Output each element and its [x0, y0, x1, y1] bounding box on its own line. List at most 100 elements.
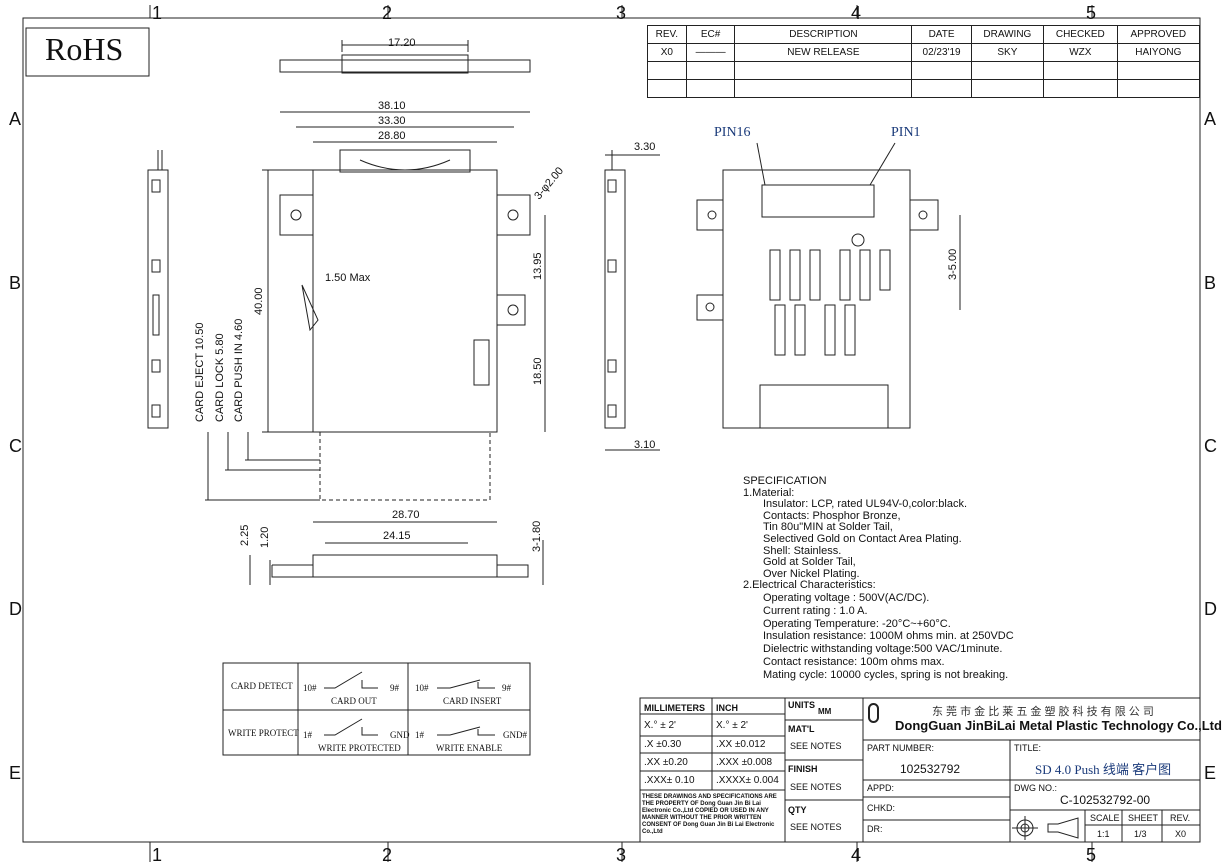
row-label: A: [9, 109, 22, 129]
pin-text: 9#: [502, 683, 511, 693]
title-label: TITLE:: [1014, 743, 1042, 753]
table-row: [647, 79, 1201, 98]
sheet-value: 1/3: [1134, 829, 1147, 839]
column-label: 3: [616, 3, 627, 23]
dim-label: 13.95: [532, 252, 544, 280]
right-side-view: [604, 150, 660, 451]
tol-value: .XX ±0.20: [644, 757, 688, 768]
tol-value: X.° ± 2': [716, 720, 748, 731]
table-row: [647, 61, 1201, 80]
tol-value: .XXX ±0.008: [716, 757, 773, 768]
column-label: 2: [382, 845, 393, 865]
finish-value: SEE NOTES: [790, 782, 842, 792]
header-cell: DESCRIPTION: [734, 25, 913, 44]
dim-label: 1.50 Max: [325, 272, 371, 284]
switch-table-lines: [222, 662, 531, 756]
company-logo: [868, 703, 879, 723]
pin-text: 1#: [415, 730, 424, 740]
spec-line: Current rating : 1.0 A.: [763, 604, 868, 617]
title-block-lines: [639, 697, 1201, 843]
spec-line: 2.Electrical Characteristics:: [743, 579, 876, 592]
spec-line: Mating cycle: 10000 cycles, spring is no…: [763, 668, 1009, 681]
column-label: 5: [1086, 845, 1097, 865]
dim-label: 3.10: [634, 439, 656, 451]
spec-line: Contacts: Phosphor Bronze,: [763, 509, 901, 522]
dim-label: 28.70: [392, 509, 420, 521]
pin-text: GND#: [503, 730, 527, 740]
tol-value: .X ±0.30: [644, 739, 682, 750]
drawing-title: SD 4.0 Push 线端 客户图: [1035, 762, 1172, 777]
pin-text: 1#: [303, 730, 312, 740]
dr-label: DR:: [867, 824, 883, 834]
units-value: MM: [818, 707, 832, 716]
dim-label: 1.20: [259, 526, 271, 548]
tol-header: MILLIMETERS: [644, 703, 705, 713]
row-label: E: [1204, 763, 1217, 783]
tol-value: .XX ±0.012: [716, 739, 766, 750]
matl-value: SEE NOTES: [790, 741, 842, 751]
dim-label: 3-5.00: [947, 248, 959, 280]
dim-label: 2.25: [239, 524, 251, 546]
dim-label: CARD PUSH IN 4.60: [233, 318, 245, 422]
spec-line: Gold at Solder Tail,: [763, 556, 856, 569]
finish-label: FINISH: [788, 764, 818, 774]
tol-value: .XXXX± 0.004: [716, 775, 779, 786]
switch-caption: WRITE PROTECTED: [318, 743, 401, 753]
scale-label: SCALE: [1090, 813, 1120, 823]
header-cell: EC#: [685, 25, 736, 44]
cell: WZX: [1043, 43, 1118, 62]
dim-label: 17.20: [388, 37, 416, 49]
dim-label: 3-1.80: [531, 520, 543, 552]
dim-label: CARD EJECT 10.50: [194, 322, 206, 422]
cell: 02/23'19: [911, 43, 972, 62]
column-label: 4: [851, 845, 862, 865]
dim-label: 3.30: [634, 141, 656, 153]
row-label: C: [9, 436, 22, 456]
tol-value: X.° ± 2': [644, 720, 676, 731]
pin-label: PIN1: [891, 125, 921, 140]
row-label: D: [9, 599, 22, 619]
header-cell: DATE: [911, 25, 972, 44]
border-frame: [22, 17, 1201, 843]
spec-line: Operating Temperature: -20°C~+60°C.: [763, 617, 951, 630]
part-number: 102532792: [900, 762, 961, 776]
cell: NEW RELEASE: [734, 43, 913, 62]
dim-label: 28.80: [378, 130, 406, 142]
dim-label: 38.10: [378, 100, 406, 112]
switch-row-label: CARD DETECT: [231, 681, 293, 691]
header-cell: REV.: [647, 25, 687, 44]
pin-text: GND: [390, 730, 410, 740]
dwg-label: DWG NO.:: [1014, 783, 1057, 793]
units-label: UNITS: [788, 700, 815, 710]
row-label: E: [9, 763, 22, 783]
tol-value: .XXX± 0.10: [644, 775, 695, 786]
spec-line: Tin 80u"MIN at Solder Tail,: [763, 521, 893, 534]
row-label: B: [1204, 273, 1217, 293]
part-number-label: PART NUMBER:: [867, 743, 935, 753]
chkd-label: CHKD:: [867, 803, 896, 813]
row-label: B: [9, 273, 22, 293]
spec-line: Insulation resistance: 1000M ohms min. a…: [763, 630, 1014, 643]
tol-header: INCH: [716, 703, 738, 713]
switch-caption: CARD OUT: [331, 696, 377, 706]
pin-label: PIN16: [714, 125, 751, 140]
dim-label: CARD LOCK 5.80: [214, 333, 226, 422]
dim-label: 40.00: [253, 287, 265, 315]
matl-label: MAT'L: [788, 724, 815, 734]
front-view: [205, 111, 546, 501]
spec-line: Shell: Stainless.: [763, 544, 842, 557]
spec-line: Dielectric withstanding voltage:500 VAC/…: [763, 643, 1003, 656]
switch-caption: WRITE ENABLE: [436, 743, 503, 753]
rev-label: REV.: [1170, 813, 1191, 823]
row-label: A: [1204, 109, 1217, 129]
column-label: 1: [152, 845, 163, 865]
header-cell: APPROVED: [1116, 25, 1201, 44]
dwg-number: C-102532792-00: [1060, 793, 1151, 807]
row-label: D: [1204, 599, 1217, 619]
pin-text: 10#: [415, 683, 429, 693]
frame-ticks: [149, 5, 1093, 862]
column-label: 3: [616, 845, 627, 865]
